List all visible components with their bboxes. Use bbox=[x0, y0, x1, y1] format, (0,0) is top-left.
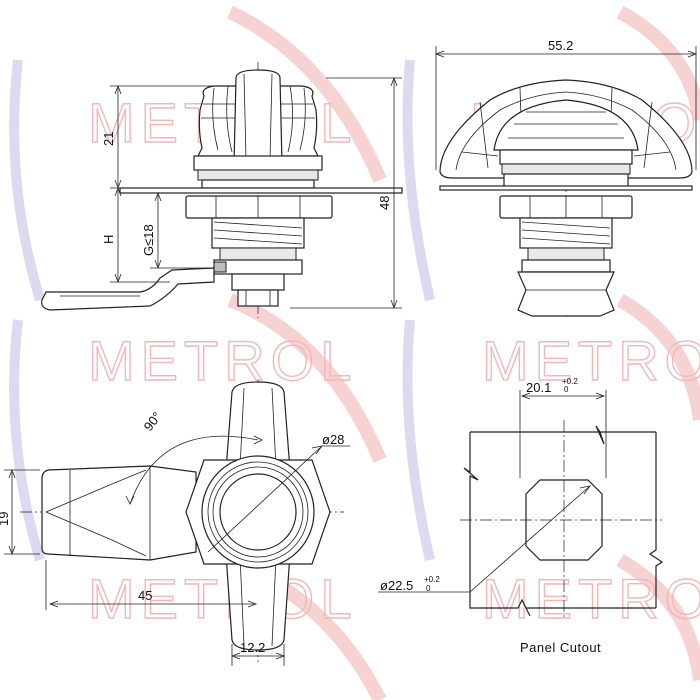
front-view: 55.2 bbox=[434, 38, 698, 318]
dim-cam-width: 19 bbox=[0, 512, 11, 526]
dim-angle: 90° bbox=[141, 409, 165, 434]
watermark-brand: METROL bbox=[88, 567, 357, 630]
watermark-brand: METROL bbox=[482, 329, 700, 392]
dim-cutout-width-tol-upper: +0.2 bbox=[562, 377, 578, 386]
dim-cutout-width: 20.1 bbox=[526, 380, 551, 395]
dim-cam-length: 45 bbox=[138, 588, 152, 603]
dim-grip: G≤18 bbox=[141, 224, 156, 256]
dim-cutout-diameter: ø22.5 bbox=[380, 578, 413, 593]
dim-top-height: 21 bbox=[101, 132, 116, 146]
watermark-brand: METROL bbox=[482, 567, 700, 630]
dim-knob-width: 12.2 bbox=[240, 640, 265, 655]
dim-cutout-diameter-tol-upper: +0.2 bbox=[424, 575, 440, 584]
side-view: 21 H G≤18 48 bbox=[41, 62, 403, 318]
dim-cutout-diameter-tol-lower: 0 bbox=[426, 584, 431, 593]
dim-cutout-width-tol-lower: 0 bbox=[564, 385, 569, 394]
dim-height-h: H bbox=[101, 235, 116, 244]
top-view: 90° ø28 19 45 12.2 bbox=[0, 380, 350, 666]
dim-knob-diameter: ø28 bbox=[322, 432, 344, 447]
dim-total-width: 55.2 bbox=[548, 38, 573, 53]
panel-cutout-label: Panel Cutout bbox=[520, 640, 601, 655]
dim-total-height: 48 bbox=[377, 196, 392, 210]
watermark-brand: METROL bbox=[88, 329, 357, 392]
panel-cutout-view: 20.1 +0.2 0 ø22.5 +0.2 0 Panel Cutout bbox=[378, 377, 664, 655]
